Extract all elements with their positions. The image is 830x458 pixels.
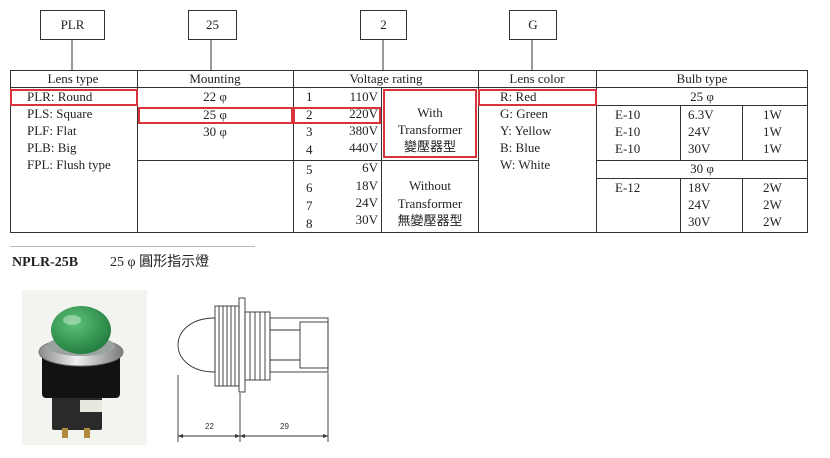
- part-code-voltage-box: 2: [360, 10, 407, 40]
- part-code-color-box: G: [509, 10, 557, 40]
- lens-color-item: W: White: [500, 157, 551, 172]
- bulb-base: E-10: [615, 107, 641, 122]
- bulb-voltage: 24V: [688, 197, 711, 212]
- voltage-number: 2: [306, 107, 313, 122]
- header-lens-type: Lens type: [47, 71, 99, 86]
- lens-color-item: Y: Yellow: [500, 123, 552, 138]
- lens-color-item: G: Green: [500, 106, 549, 121]
- bulb-wattage: 1W: [763, 124, 782, 139]
- highlight-box-voltage-row: [293, 107, 381, 124]
- voltage-value: 220V: [349, 106, 378, 121]
- header-lens-color: Lens color: [509, 71, 565, 86]
- voltage-value: 30V: [355, 212, 378, 227]
- with-transformer-label: 變壓器型: [403, 139, 457, 154]
- bulb-size-label: 30 φ: [690, 161, 714, 176]
- bulb-wattage: 2W: [763, 180, 782, 195]
- dimension-drawing: 22 29: [177, 297, 329, 442]
- bulb-voltage: 30V: [688, 214, 711, 229]
- part-code-lens-box: PLR: [40, 10, 105, 40]
- lens-type-item: PLS: Square: [27, 106, 93, 121]
- voltage-number: 8: [306, 216, 313, 231]
- header-voltage-rating: Voltage rating: [349, 71, 423, 86]
- model-code: NPLR-25B: [12, 255, 79, 270]
- lens-type-item: PLB: Big: [27, 140, 77, 155]
- voltage-number: 7: [306, 198, 313, 213]
- mounting-item: 30 φ: [203, 124, 227, 139]
- voltage-value: 24V: [355, 195, 378, 210]
- bulb-base: E-12: [615, 180, 641, 195]
- bulb-base: E-10: [615, 124, 641, 139]
- highlight-box-lens-color: [478, 89, 597, 106]
- bulb-size-label: 25 φ: [690, 89, 714, 104]
- bulb-wattage: 1W: [763, 107, 782, 122]
- mounting-item: 25 φ: [203, 107, 227, 122]
- without-transformer-label: 無變壓器型: [397, 213, 463, 228]
- voltage-value: 110V: [349, 89, 378, 104]
- model-description: 25 φ 圓形指示燈: [110, 255, 210, 270]
- header-bulb-type: Bulb type: [676, 71, 728, 86]
- bulb-voltage: 30V: [688, 141, 711, 156]
- bulb-voltage: 24V: [688, 124, 711, 139]
- product-photo: [22, 290, 147, 445]
- voltage-value: 6V: [362, 160, 378, 175]
- mounting-item: 22 φ: [203, 89, 227, 104]
- bulb-voltage: 6.3V: [688, 107, 714, 122]
- voltage-value: 380V: [349, 123, 378, 138]
- part-code-mounting-box: 25: [188, 10, 237, 40]
- voltage-number: 4: [306, 142, 313, 157]
- with-transformer-label: With: [417, 105, 443, 120]
- voltage-value: 18V: [355, 178, 378, 193]
- lens-color-item: B: Blue: [500, 140, 541, 155]
- bulb-base: E-10: [615, 141, 641, 156]
- with-transformer-label: Transformer: [397, 122, 463, 137]
- dimension-label-front: 22: [205, 422, 214, 431]
- voltage-number: 1: [306, 89, 313, 104]
- lens-type-item: PLF: Flat: [27, 123, 77, 138]
- bulb-wattage: 2W: [763, 197, 782, 212]
- lens-color-item: R: Red: [500, 89, 537, 104]
- highlight-box-lens-type: [10, 89, 138, 106]
- without-transformer-label: Without: [408, 178, 452, 193]
- voltage-number: 6: [306, 180, 313, 195]
- voltage-value: 440V: [349, 140, 378, 155]
- highlight-box-with-transformer: [383, 89, 477, 158]
- dimension-label-rear: 29: [280, 422, 289, 431]
- bulb-wattage: 2W: [763, 214, 782, 229]
- highlight-box-mounting: [138, 107, 293, 124]
- lens-type-item: PLR: Round: [27, 89, 93, 104]
- voltage-number: 3: [306, 124, 313, 139]
- bulb-voltage: 18V: [688, 180, 711, 195]
- lens-type-item: FPL: Flush type: [27, 157, 111, 172]
- bulb-wattage: 1W: [763, 141, 782, 156]
- voltage-number: 5: [306, 162, 313, 177]
- without-transformer-label: Transformer: [397, 196, 463, 211]
- header-mounting: Mounting: [189, 71, 241, 86]
